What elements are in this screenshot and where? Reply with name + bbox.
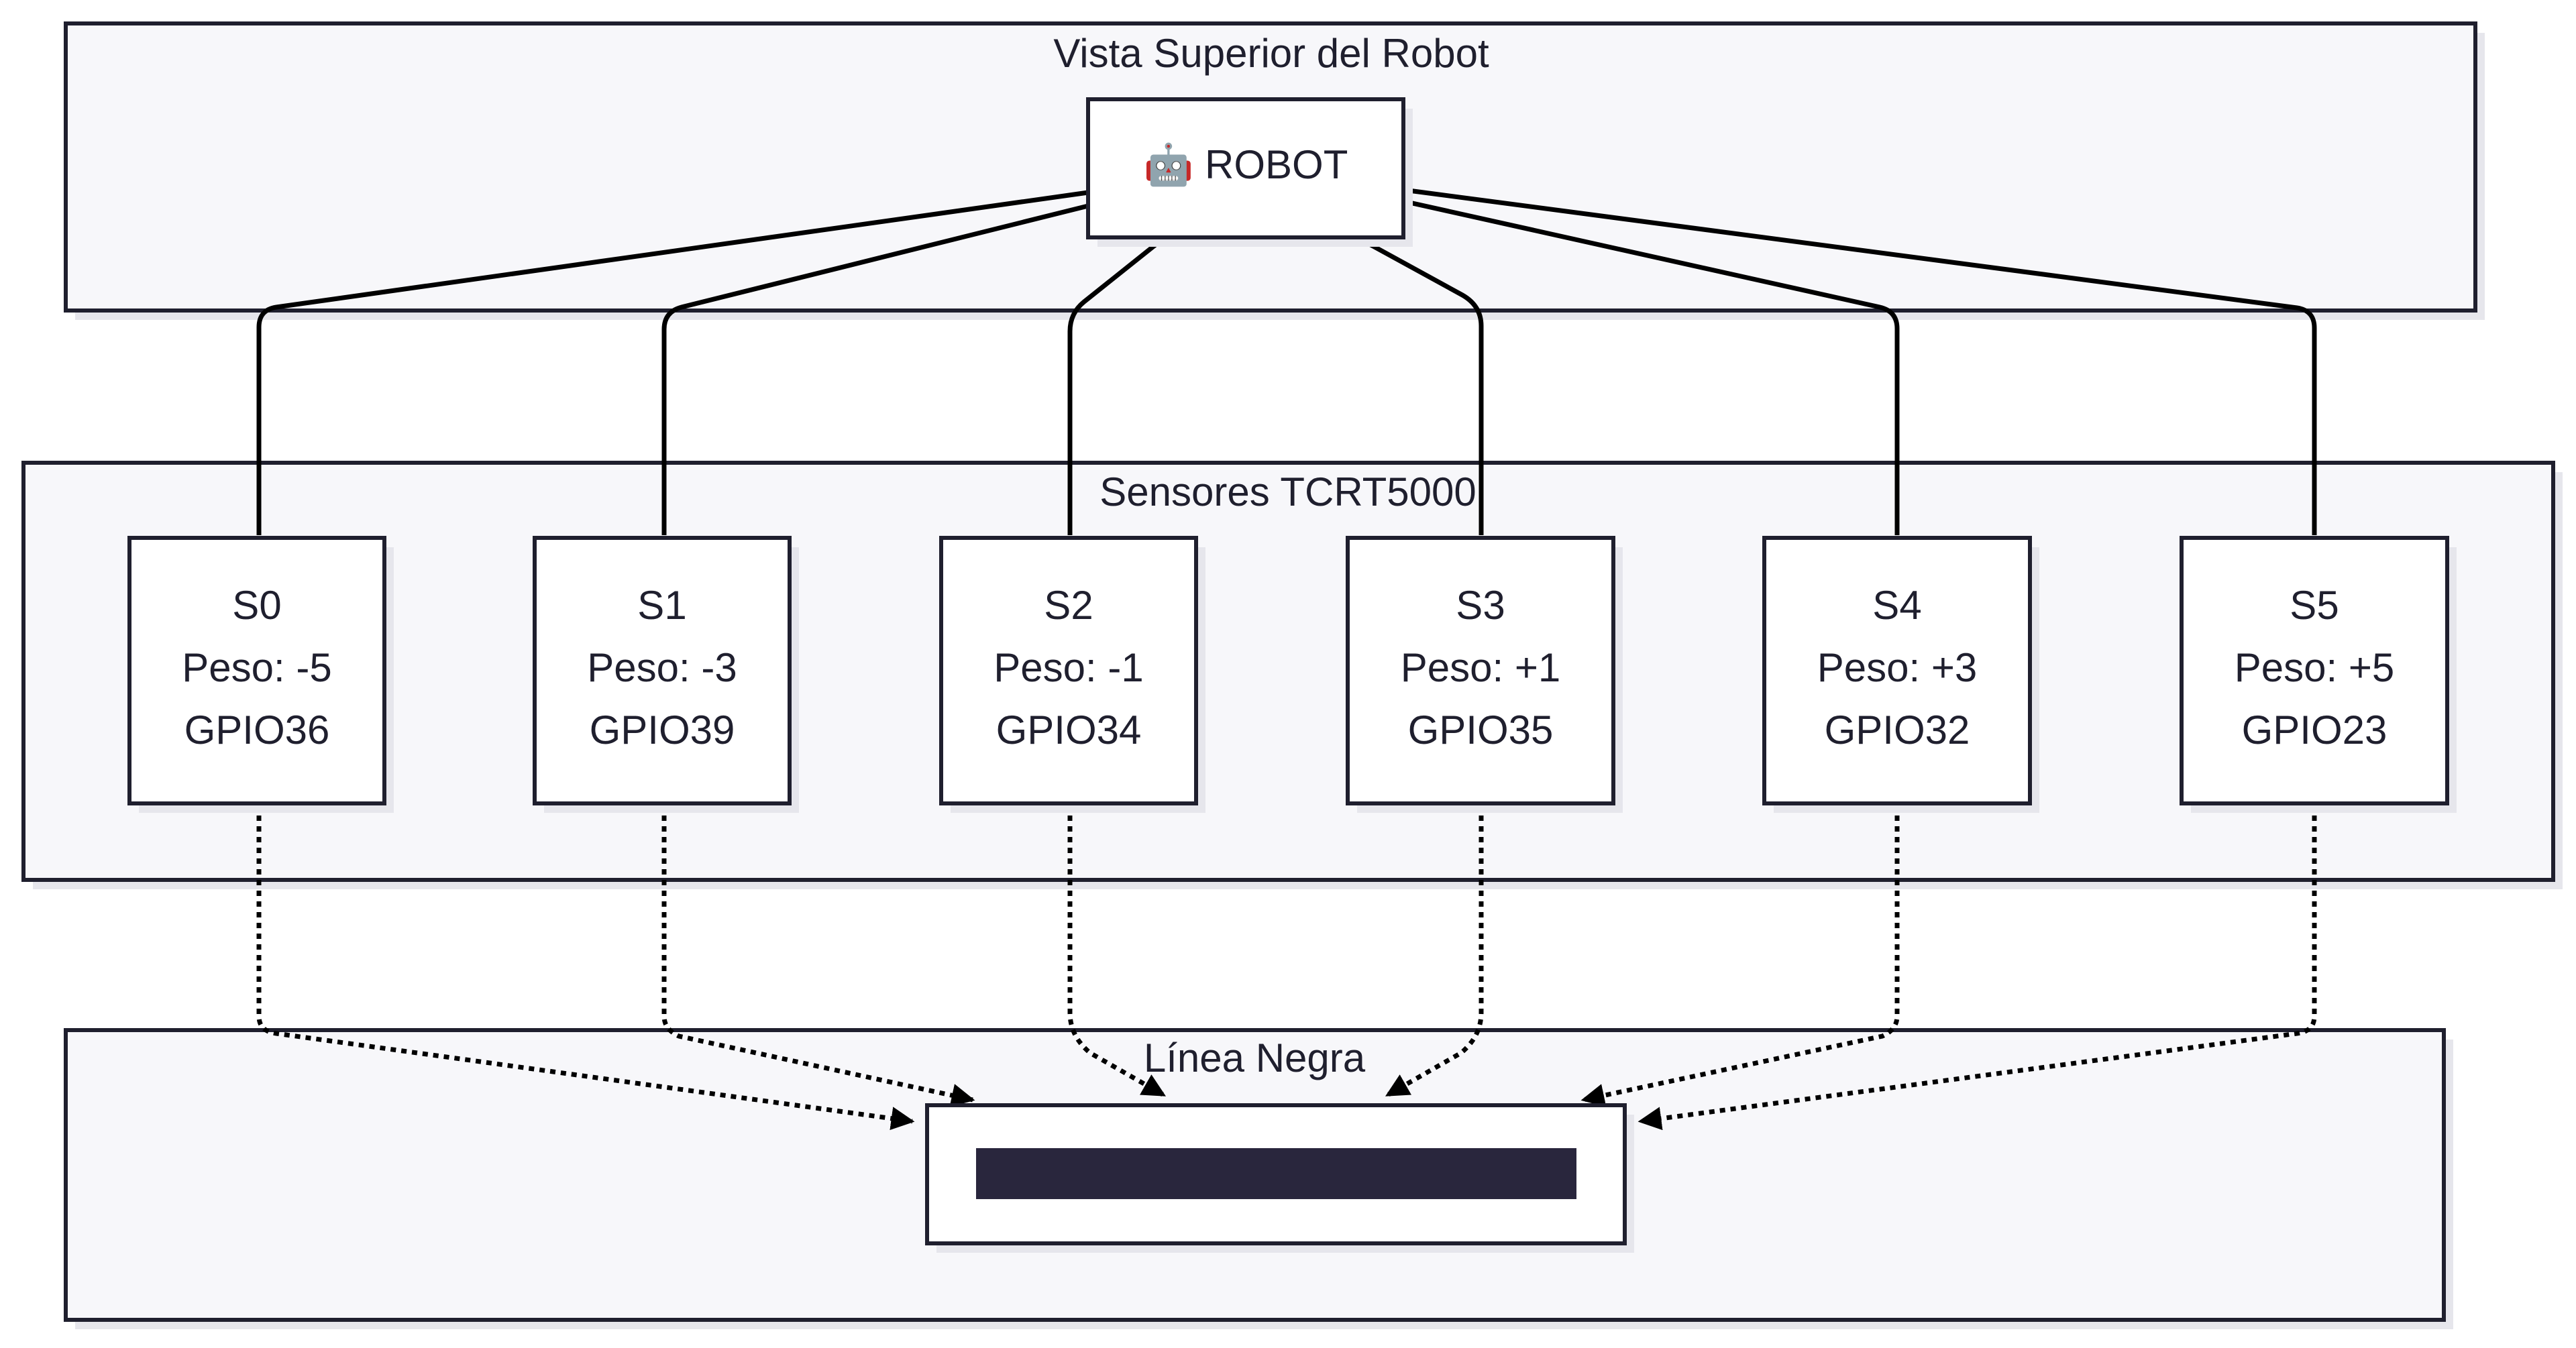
cluster-title-robot-view: Vista Superior del Robot (1053, 31, 1489, 76)
sensor-nodes: S0 Peso: -5 GPIO36 S1 Peso: -3 GPIO39 S2… (127, 536, 2457, 813)
edge-s5-line (1638, 805, 2317, 1131)
sensor-gpio: GPIO36 (184, 708, 330, 752)
sensor-node-s0: S0 Peso: -5 GPIO36 (127, 536, 394, 813)
sensor-node-s2: S2 Peso: -1 GPIO34 (939, 536, 1205, 813)
edge-s1-line (661, 805, 975, 1107)
cluster-title-black-line: Línea Negra (1144, 1035, 1366, 1080)
cluster-title-sensors: Sensores TCRT5000 (1099, 469, 1476, 514)
sensor-name: S5 (2290, 583, 2339, 628)
sensor-gpio: GPIO34 (996, 708, 1142, 752)
sensor-weight: Peso: -1 (994, 645, 1143, 690)
sensor-name: S1 (637, 583, 686, 628)
robot-sensor-connections (256, 187, 2317, 535)
sensor-gpio: GPIO32 (1825, 708, 1970, 752)
sensor-gpio: GPIO23 (2242, 708, 2387, 752)
cluster-black-line: Línea Negra (64, 1028, 2453, 1329)
edge-robot-s1 (661, 203, 1089, 535)
sensor-node-s1: S1 Peso: -3 GPIO39 (533, 536, 799, 813)
edge-robot-s2 (1067, 236, 1166, 535)
sensor-name: S3 (1456, 583, 1505, 628)
edge-robot-s4 (1403, 199, 1900, 535)
sensor-weight: Peso: +3 (1817, 645, 1978, 690)
edge-s2-line (1067, 805, 1167, 1098)
sensor-name: S0 (232, 583, 281, 628)
robot-node: 🤖 ROBOT (1086, 97, 1413, 247)
black-line-bar (976, 1148, 1576, 1199)
sensor-weight: Peso: +1 (1401, 645, 1561, 690)
sensor-name: S2 (1044, 583, 1093, 628)
edge-robot-s0 (256, 190, 1089, 535)
sensor-node-s3: S3 Peso: +1 GPIO35 (1346, 536, 1623, 813)
sensor-gpio: GPIO35 (1408, 708, 1554, 752)
cluster-sensors: Sensores TCRT5000 (21, 461, 2563, 889)
black-line-node (925, 1103, 1634, 1253)
sensor-gpio: GPIO39 (590, 708, 735, 752)
sensor-line-connections (256, 805, 2317, 1131)
sensor-weight: Peso: -5 (182, 645, 331, 690)
edge-s3-line (1385, 805, 1484, 1098)
edge-s0-line (256, 805, 915, 1131)
sensor-weight: Peso: -3 (587, 645, 737, 690)
robot-label: 🤖 ROBOT (1144, 142, 1348, 188)
sensor-node-s4: S4 Peso: +3 GPIO32 (1762, 536, 2039, 813)
sensor-weight: Peso: +5 (2235, 645, 2395, 690)
edge-robot-s3 (1357, 235, 1484, 535)
edge-s4-line (1580, 805, 1900, 1107)
edge-robot-s5 (1403, 187, 2317, 535)
sensor-node-s5: S5 Peso: +5 GPIO23 (2180, 536, 2457, 813)
sensor-name: S4 (1872, 583, 1921, 628)
